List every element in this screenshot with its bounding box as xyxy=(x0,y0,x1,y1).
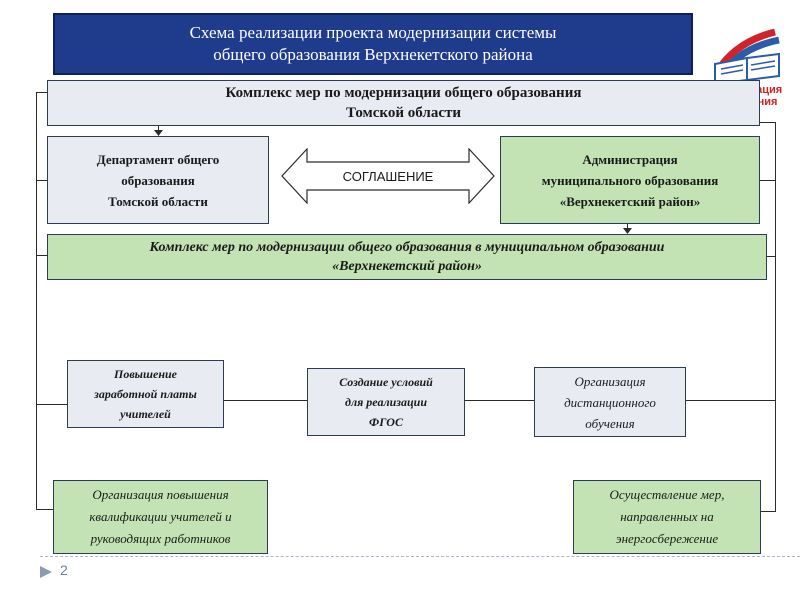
agreement-double-arrow-icon xyxy=(281,148,495,204)
municipal-complex-line-2: «Верхнекетский район» xyxy=(332,259,482,274)
department-line-2: образования xyxy=(121,172,195,188)
connector-tick xyxy=(760,122,775,123)
connector-tick xyxy=(686,400,775,401)
open-book-icon xyxy=(713,28,784,86)
fgos-line-1: Создание условий xyxy=(339,375,433,389)
municipal-complex-line-1: Комплекс мер по модернизации общего обра… xyxy=(149,240,665,255)
measure-link-line xyxy=(465,400,534,401)
fgos-measure-box: Создание условий для реализации ФГОС xyxy=(307,368,465,436)
regional-complex-line-1: Комплекс мер по модернизации общего обра… xyxy=(225,85,582,101)
fgos-line-3: ФГОС xyxy=(369,415,403,429)
regional-complex-box: Комплекс мер по модернизации общего обра… xyxy=(47,80,760,126)
qualification-line-3: руководящих работников xyxy=(90,531,231,546)
right-connector-line xyxy=(775,122,776,512)
regional-complex-line-2: Томской области xyxy=(346,105,461,121)
qualification-line-1: Организация повышения xyxy=(92,487,229,502)
arrow-line xyxy=(158,126,159,132)
title-line-2: общего образования Верхнекетского района xyxy=(213,45,533,64)
footer-divider xyxy=(40,556,800,557)
municipal-complex-box: Комплекс мер по модернизации общего обра… xyxy=(47,234,767,280)
slide-marker-icon xyxy=(40,566,52,578)
arrow-line xyxy=(627,222,628,229)
distance-line-2: дистанционного xyxy=(564,394,656,410)
logo-emblem xyxy=(713,28,784,86)
department-line-1: Департамент общего xyxy=(96,151,220,167)
slide-title: Схема реализации проекта модернизации си… xyxy=(53,13,693,75)
salary-measure-box: Повышение заработной платы учителей xyxy=(67,360,224,428)
connector-tick xyxy=(36,509,53,510)
department-box: Департамент общего образования Томской о… xyxy=(47,136,269,224)
measure-link-line xyxy=(224,400,307,401)
connector-tick xyxy=(36,92,48,93)
administration-box: Администрация муниципального образования… xyxy=(500,136,760,224)
connector-tick xyxy=(760,180,775,181)
connector-tick xyxy=(36,404,67,405)
distance-line-3: обучения xyxy=(585,415,635,431)
connector-tick xyxy=(767,256,775,257)
down-arrow-icon xyxy=(623,228,632,234)
salary-line-2: заработной платы xyxy=(94,387,197,401)
administration-line-2: муниципального образования xyxy=(541,172,719,188)
administration-line-1: Администрация xyxy=(582,151,678,167)
connector-tick xyxy=(761,511,775,512)
qualification-line-2: квалификации учителей и xyxy=(89,509,232,524)
energy-line-2: направленных на xyxy=(620,509,714,524)
title-line-1: Схема реализации проекта модернизации си… xyxy=(189,23,557,42)
energy-line-1: Осуществление мер, xyxy=(609,487,725,502)
agreement-label: СОГЛАШЕНИЕ xyxy=(342,168,434,184)
down-arrow-icon xyxy=(154,130,163,136)
energy-measure-box: Осуществление мер, направленных на энерг… xyxy=(573,480,761,554)
page-number: 2 xyxy=(60,562,68,578)
energy-line-3: энергосбережение xyxy=(615,531,719,546)
qualification-measure-box: Организация повышения квалификации учите… xyxy=(53,480,268,554)
connector-tick xyxy=(36,180,48,181)
connector-tick xyxy=(36,255,48,256)
fgos-line-2: для реализации xyxy=(345,395,427,409)
distance-line-1: Организация xyxy=(574,373,646,389)
left-connector-line xyxy=(36,92,37,510)
distance-measure-box: Организация дистанционного обучения xyxy=(534,367,686,437)
administration-line-3: «Верхнекетский район» xyxy=(559,193,701,209)
salary-line-3: учителей xyxy=(120,407,171,421)
department-line-3: Томской области xyxy=(108,193,208,209)
salary-line-1: Повышение xyxy=(113,367,177,381)
